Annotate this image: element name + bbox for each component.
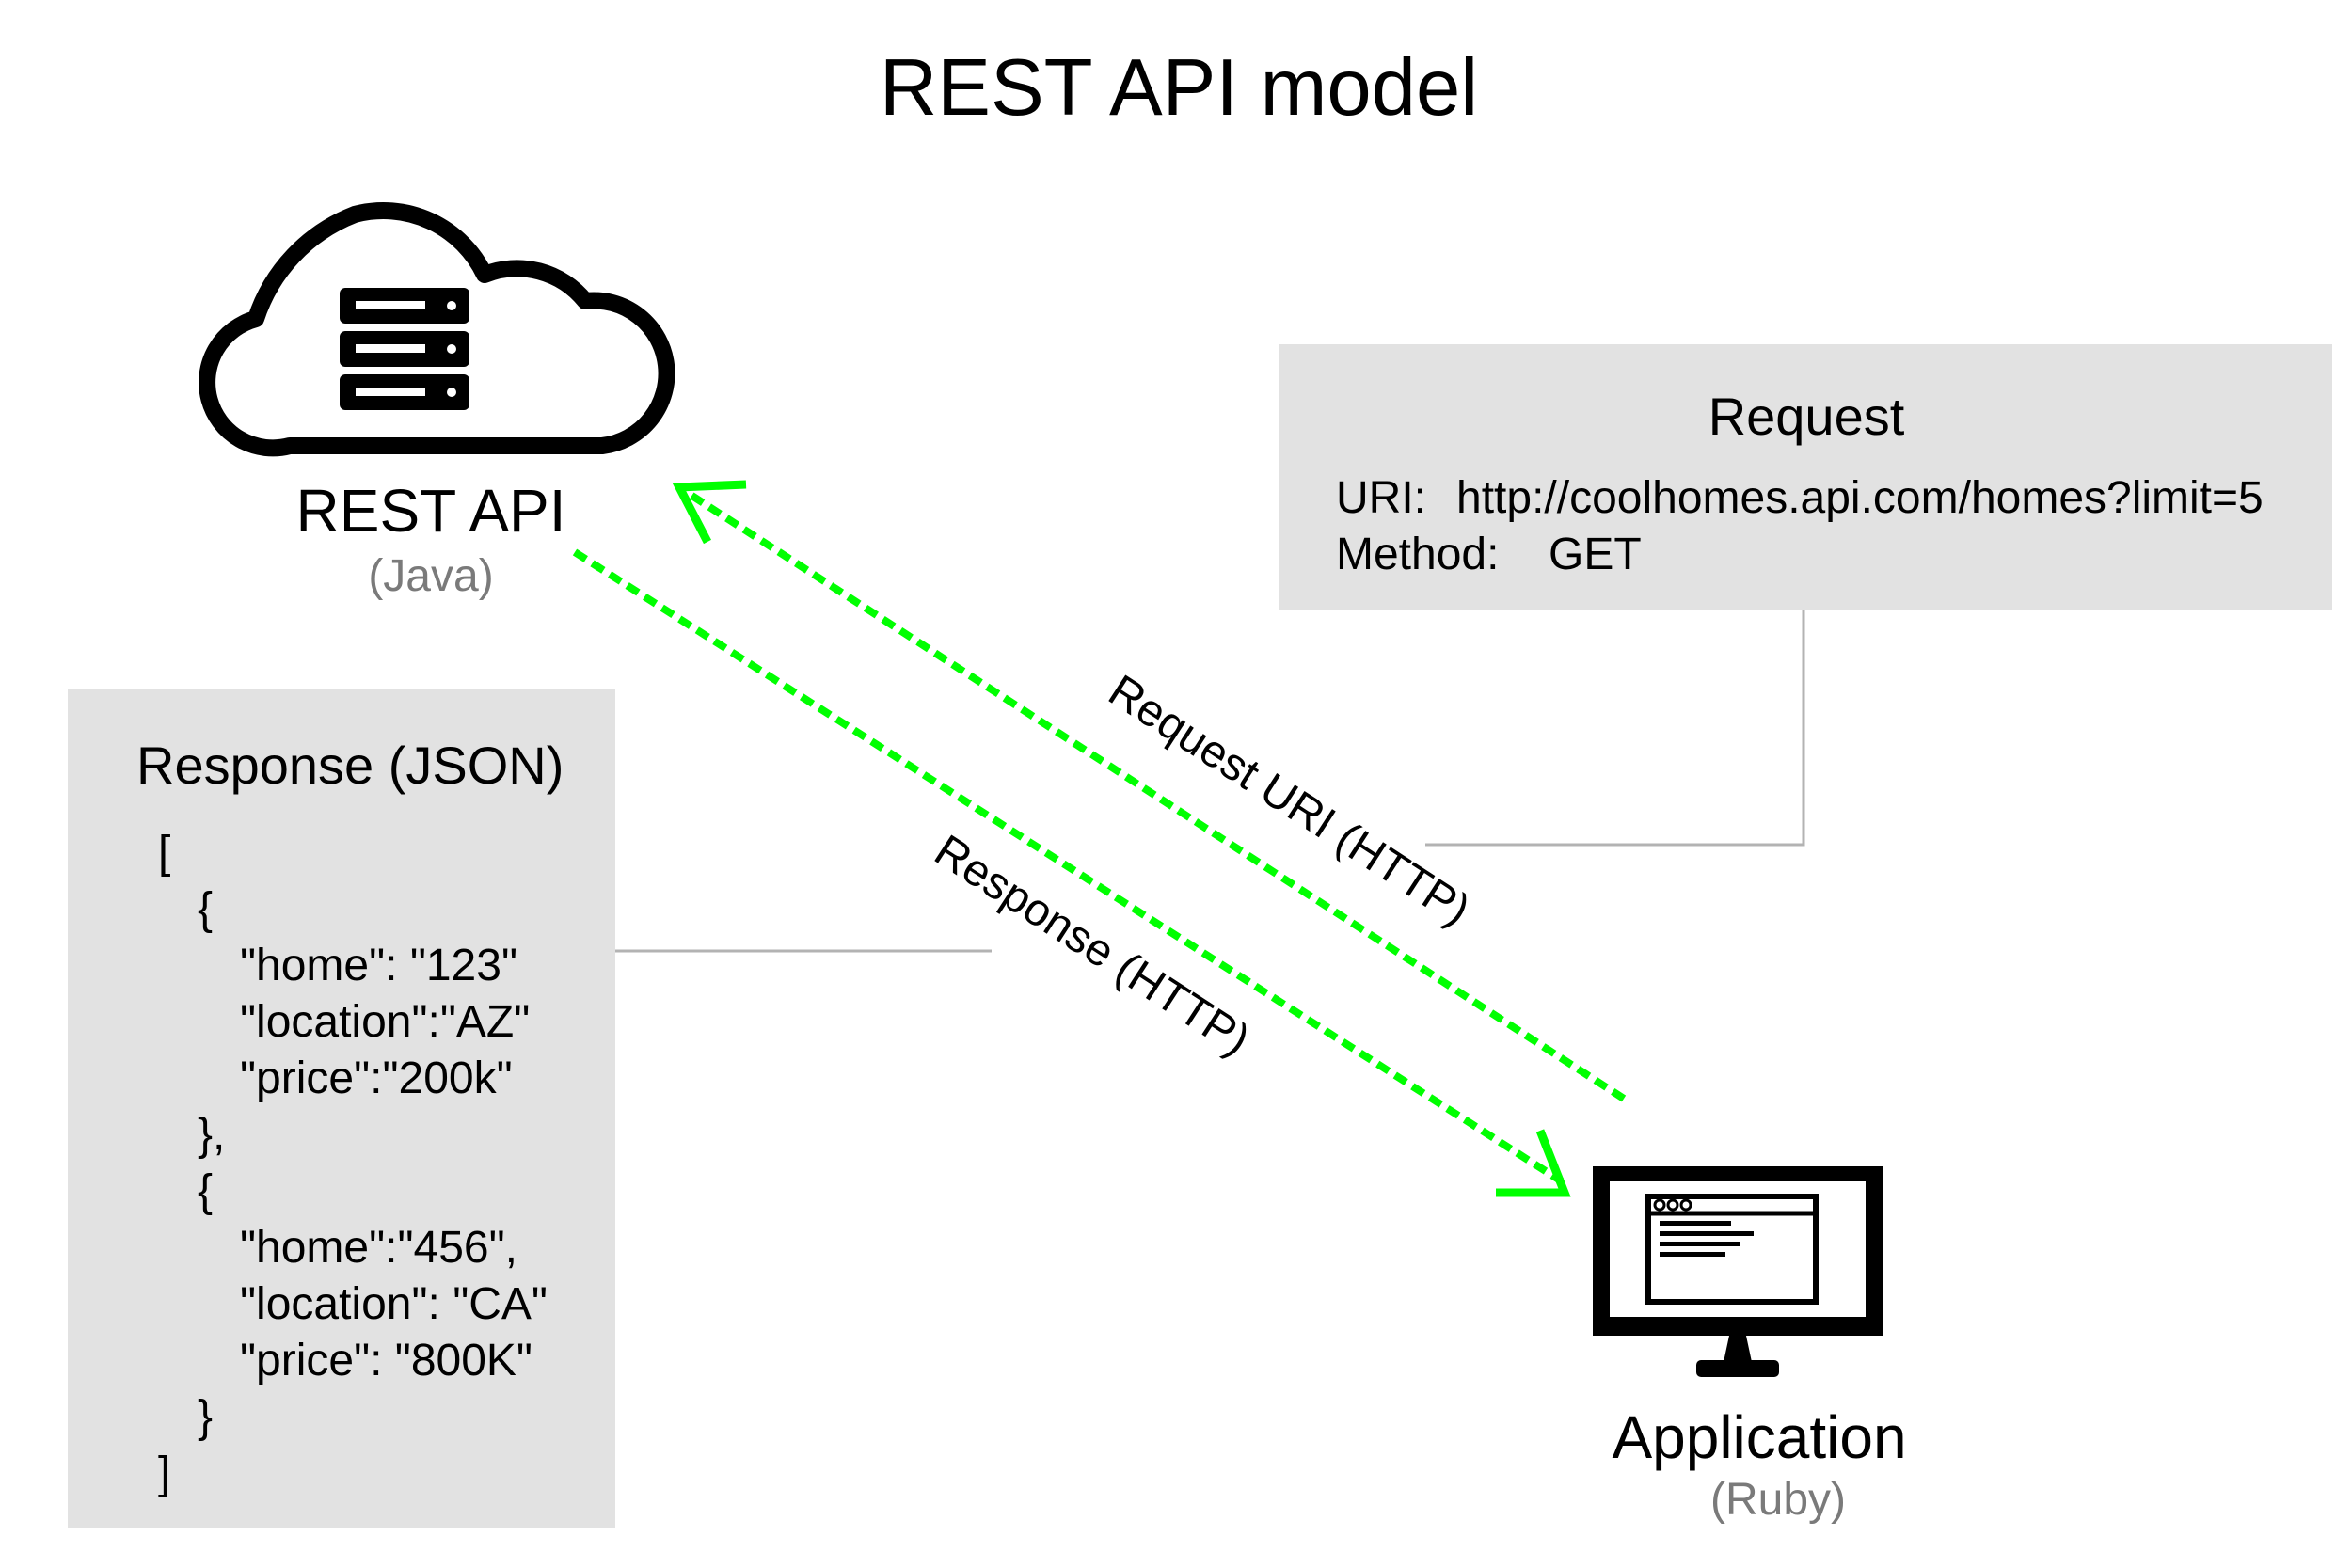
json-line: "home": "123" [240, 941, 517, 990]
app-label: Application [1612, 1403, 1906, 1471]
request-box [1279, 344, 2332, 610]
monitor-app-window-icon [1593, 1166, 1883, 1377]
json-line: "price":"200k" [240, 1053, 513, 1103]
request-uri-label: URI: [1336, 473, 1426, 523]
json-line: }, [198, 1110, 225, 1160]
request-connector [1425, 610, 1805, 847]
json-line: "price": "800K" [240, 1336, 532, 1386]
json-line: { [198, 884, 213, 934]
app-sublabel: (Ruby) [1710, 1475, 1846, 1525]
response-arrow-label: Response (HTTP) [926, 826, 1258, 1066]
json-line: } [198, 1392, 213, 1442]
request-method-value: GET [1549, 530, 1642, 579]
json-line: [ [158, 828, 170, 878]
response-title: Response (JSON) [136, 736, 564, 795]
request-arrow-label: Request URI (HTTP) [1100, 666, 1478, 936]
request-method-label: Method: [1336, 530, 1499, 579]
request-title: Request [1708, 387, 1905, 446]
response-arrow [572, 548, 1571, 1197]
request-arrow [672, 480, 1627, 1102]
json-line: "home":"456", [240, 1223, 517, 1273]
cloud-server-icon [199, 202, 675, 457]
response-box [68, 689, 615, 1528]
json-line: { [198, 1166, 213, 1216]
request-uri-value: http://coolhomes.api.com/homes?limit=5 [1456, 473, 2264, 523]
api-sublabel: (Java) [368, 551, 493, 601]
json-line: "location": "CA" [240, 1279, 548, 1329]
api-label: REST API [296, 477, 566, 545]
diagram-title: REST API model [880, 43, 1478, 133]
json-line: "location":"AZ" [240, 997, 530, 1047]
json-line: ] [158, 1449, 170, 1498]
